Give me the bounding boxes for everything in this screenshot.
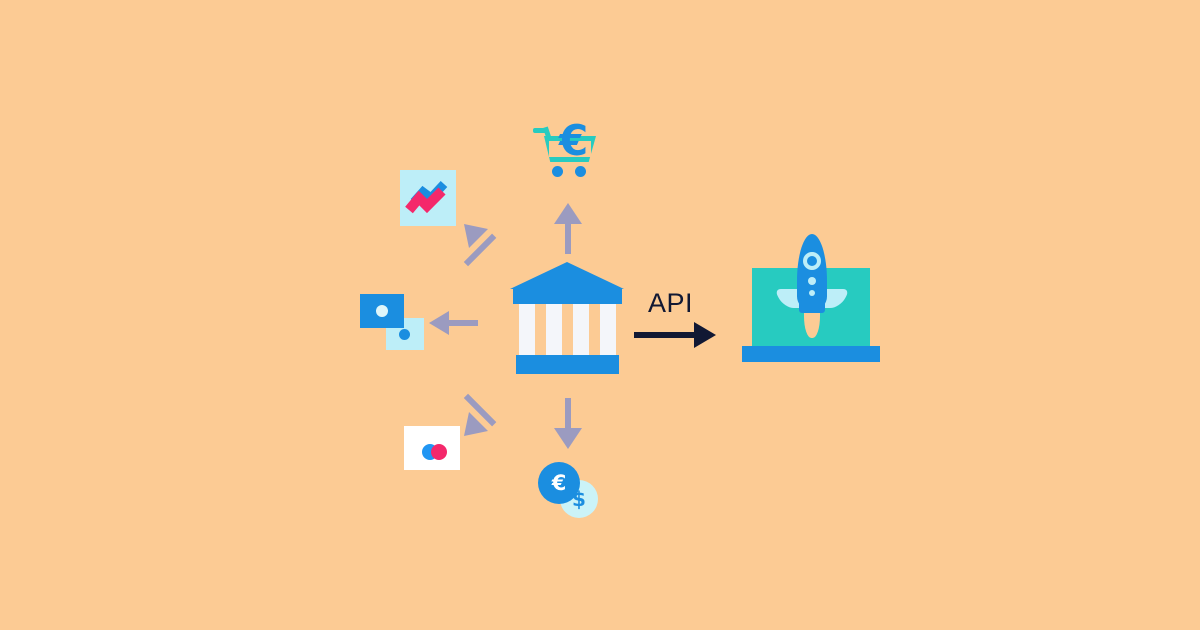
bank-columns [519,304,616,356]
chart-series-pink [405,187,446,214]
api-label: API [648,288,694,318]
rocket-porthole [803,252,821,270]
rocket-dot-upper [808,277,816,285]
bank-column [546,304,562,356]
api-arrow-shaft [634,332,696,338]
laptop-rocket-icon[interactable] [742,232,882,372]
cart-euro-symbol: € [559,116,589,165]
cart-handle [533,128,547,133]
card-front-dot [376,305,388,317]
rocket-icon [773,232,851,344]
api-connector: API [634,288,724,348]
shopping-cart-icon[interactable]: € [533,120,603,178]
coin-euro-symbol: € [551,470,567,495]
cart-wheel-right [575,166,586,177]
arrow-up-icon [552,202,584,254]
bank-icon[interactable] [510,262,625,374]
rocket-flame [804,308,820,338]
bank-column [519,304,535,356]
rocket-dot-lower [809,290,815,296]
bank-base [516,355,619,374]
arrow-down-icon [552,398,584,450]
bank-column [600,304,616,356]
arrow-up-left-icon [462,222,508,268]
credit-card-icon[interactable] [404,426,460,470]
coins-icon[interactable]: $ € [538,462,600,518]
api-arrow-head-icon [694,322,716,348]
rocket-body [797,234,827,310]
bank-entablature [513,288,622,304]
coin-euro: € [538,462,580,504]
laptop-base [742,346,880,362]
arrow-down-left-icon [462,392,508,438]
cards-icon[interactable] [360,294,424,354]
rocket-fuselage [799,300,825,313]
arrow-left-icon [428,308,478,338]
bank-column [573,304,589,356]
chart-svg [405,180,448,214]
line-chart-icon[interactable] [400,170,456,226]
card-back-dot [399,329,410,340]
card-front [360,294,404,328]
credit-card-circle-pink [431,444,447,460]
cart-wheel-left [552,166,563,177]
bank-roof [510,262,624,289]
